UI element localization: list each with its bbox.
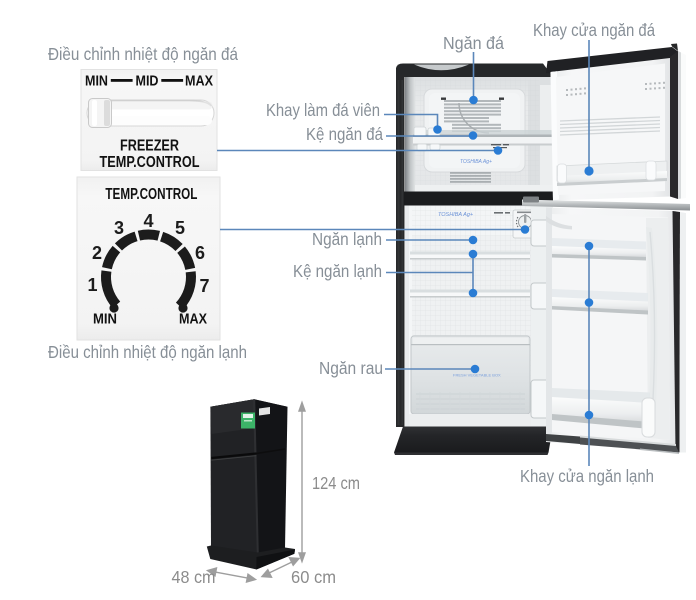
svg-text:2: 2 bbox=[92, 243, 102, 263]
svg-text:TOSHIBA Ag+: TOSHIBA Ag+ bbox=[438, 212, 474, 218]
svg-text:1: 1 bbox=[87, 275, 97, 295]
svg-text:MAX: MAX bbox=[179, 312, 207, 328]
svg-text:Kệ ngăn đá: Kệ ngăn đá bbox=[306, 124, 383, 144]
svg-text:FREEZER: FREEZER bbox=[120, 138, 179, 155]
svg-text:7: 7 bbox=[199, 276, 209, 296]
svg-text:124 cm: 124 cm bbox=[312, 473, 360, 493]
svg-text:5: 5 bbox=[175, 218, 185, 238]
svg-text:Điều chỉnh nhiệt độ ngăn đá: Điều chỉnh nhiệt độ ngăn đá bbox=[48, 44, 238, 64]
svg-text:3: 3 bbox=[114, 218, 124, 238]
svg-text:FRESH VEGETABLE BOX: FRESH VEGETABLE BOX bbox=[453, 373, 501, 378]
svg-text:TEMP.CONTROL: TEMP.CONTROL bbox=[100, 154, 200, 171]
svg-text:Điều chỉnh nhiệt độ ngăn lạnh: Điều chỉnh nhiệt độ ngăn lạnh bbox=[48, 342, 247, 362]
svg-text:Khay cửa ngăn lạnh: Khay cửa ngăn lạnh bbox=[520, 466, 654, 486]
svg-text:Ngăn lạnh: Ngăn lạnh bbox=[312, 229, 382, 249]
svg-text:Ngăn rau: Ngăn rau bbox=[319, 358, 383, 378]
svg-text:TOSHIBA Ag+: TOSHIBA Ag+ bbox=[460, 159, 492, 165]
svg-text:Khay làm đá viên: Khay làm đá viên bbox=[266, 100, 380, 120]
svg-text:MAX: MAX bbox=[185, 74, 213, 90]
svg-text:6: 6 bbox=[195, 243, 205, 263]
svg-text:MIN: MIN bbox=[85, 74, 108, 90]
svg-text:60 cm: 60 cm bbox=[291, 567, 336, 587]
svg-text:Ngăn đá: Ngăn đá bbox=[443, 33, 504, 53]
svg-text:4: 4 bbox=[143, 211, 153, 231]
svg-text:Kệ ngăn lạnh: Kệ ngăn lạnh bbox=[293, 261, 382, 281]
svg-text:TEMP.CONTROL: TEMP.CONTROL bbox=[105, 186, 197, 203]
svg-text:MID: MID bbox=[136, 74, 159, 90]
svg-text:48 cm: 48 cm bbox=[172, 567, 216, 587]
svg-text:Khay cửa ngăn đá: Khay cửa ngăn đá bbox=[533, 20, 655, 40]
svg-text:MIN: MIN bbox=[93, 312, 117, 328]
